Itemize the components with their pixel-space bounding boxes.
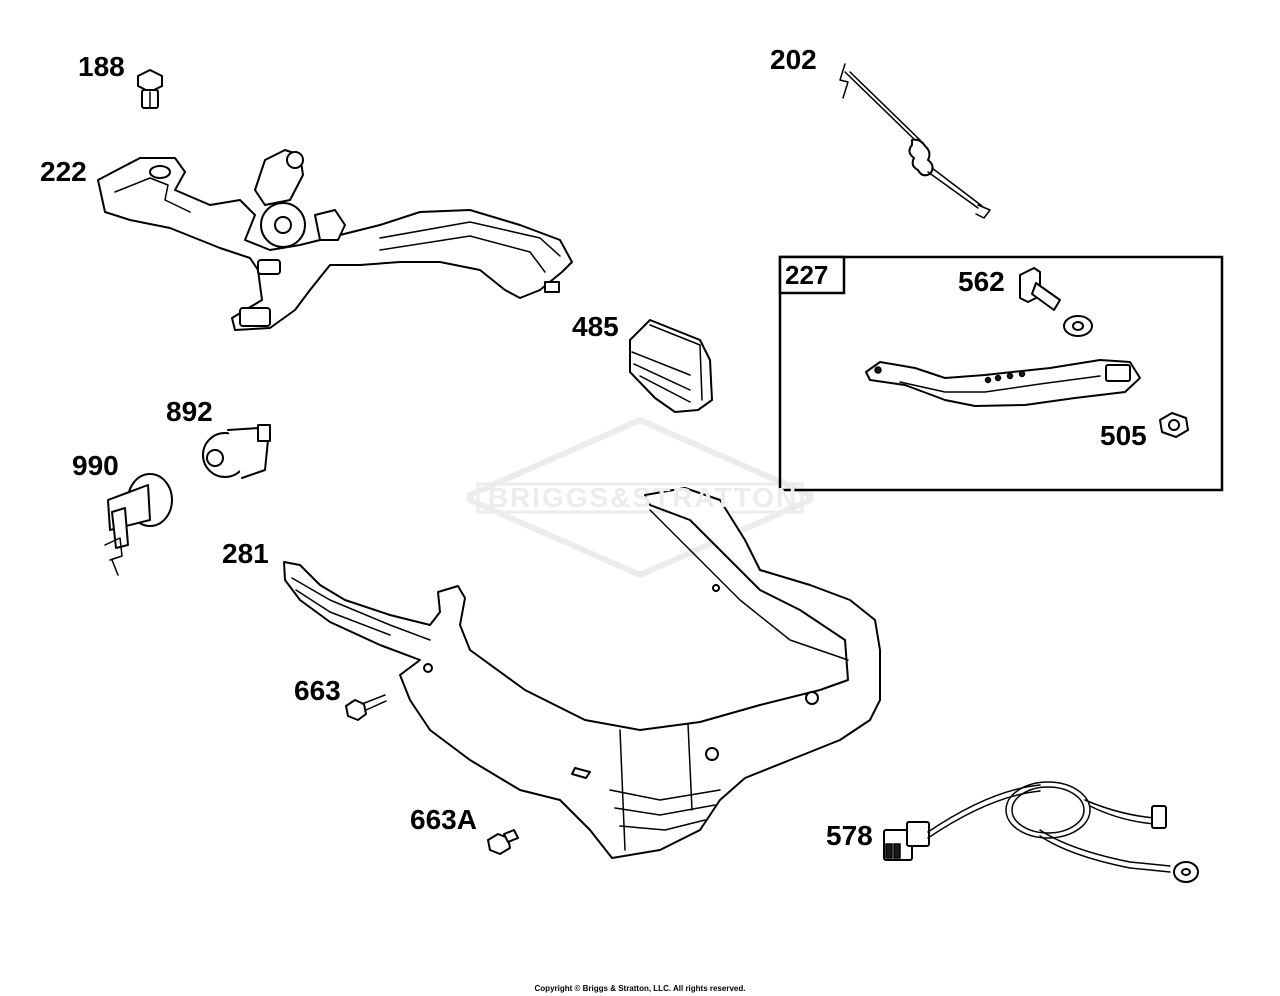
part-188-bolt[interactable] bbox=[137, 69, 163, 109]
label-578: 578 bbox=[826, 820, 873, 851]
label-485: 485 bbox=[572, 311, 619, 342]
part-663a-screw[interactable] bbox=[487, 829, 519, 855]
label-990: 990 bbox=[72, 450, 119, 481]
copyright-notice: Copyright © Briggs & Stratton, LLC. All … bbox=[534, 984, 746, 993]
part-990-key[interactable] bbox=[104, 473, 173, 576]
label-562: 562 bbox=[958, 266, 1005, 297]
part-485-knob[interactable] bbox=[629, 319, 713, 413]
part-505-nut[interactable] bbox=[1159, 412, 1189, 438]
kit-227-box bbox=[778, 255, 1224, 492]
part-281-control-cover[interactable] bbox=[283, 487, 881, 859]
label-202: 202 bbox=[770, 44, 817, 75]
label-222: 222 bbox=[40, 156, 87, 187]
watermark-logo bbox=[467, 416, 813, 579]
part-892-ignition-switch[interactable] bbox=[202, 424, 271, 479]
part-562-pin[interactable] bbox=[1019, 267, 1093, 337]
label-892: 892 bbox=[166, 396, 213, 427]
part-227-lever-arm[interactable] bbox=[865, 359, 1141, 407]
part-663-screw[interactable] bbox=[345, 694, 387, 721]
part-578-wire-harness[interactable] bbox=[883, 781, 1199, 883]
part-202-spring-link[interactable] bbox=[839, 63, 991, 219]
label-227: 227 bbox=[785, 260, 829, 290]
label-281: 281 bbox=[222, 538, 269, 569]
part-222-control-bracket[interactable] bbox=[97, 149, 573, 331]
label-505: 505 bbox=[1100, 420, 1147, 451]
label-663: 663 bbox=[294, 675, 341, 706]
label-663a: 663A bbox=[410, 804, 477, 835]
label-188: 188 bbox=[78, 51, 125, 82]
watermark-text: BRIGGS&STRATTON bbox=[487, 482, 799, 513]
